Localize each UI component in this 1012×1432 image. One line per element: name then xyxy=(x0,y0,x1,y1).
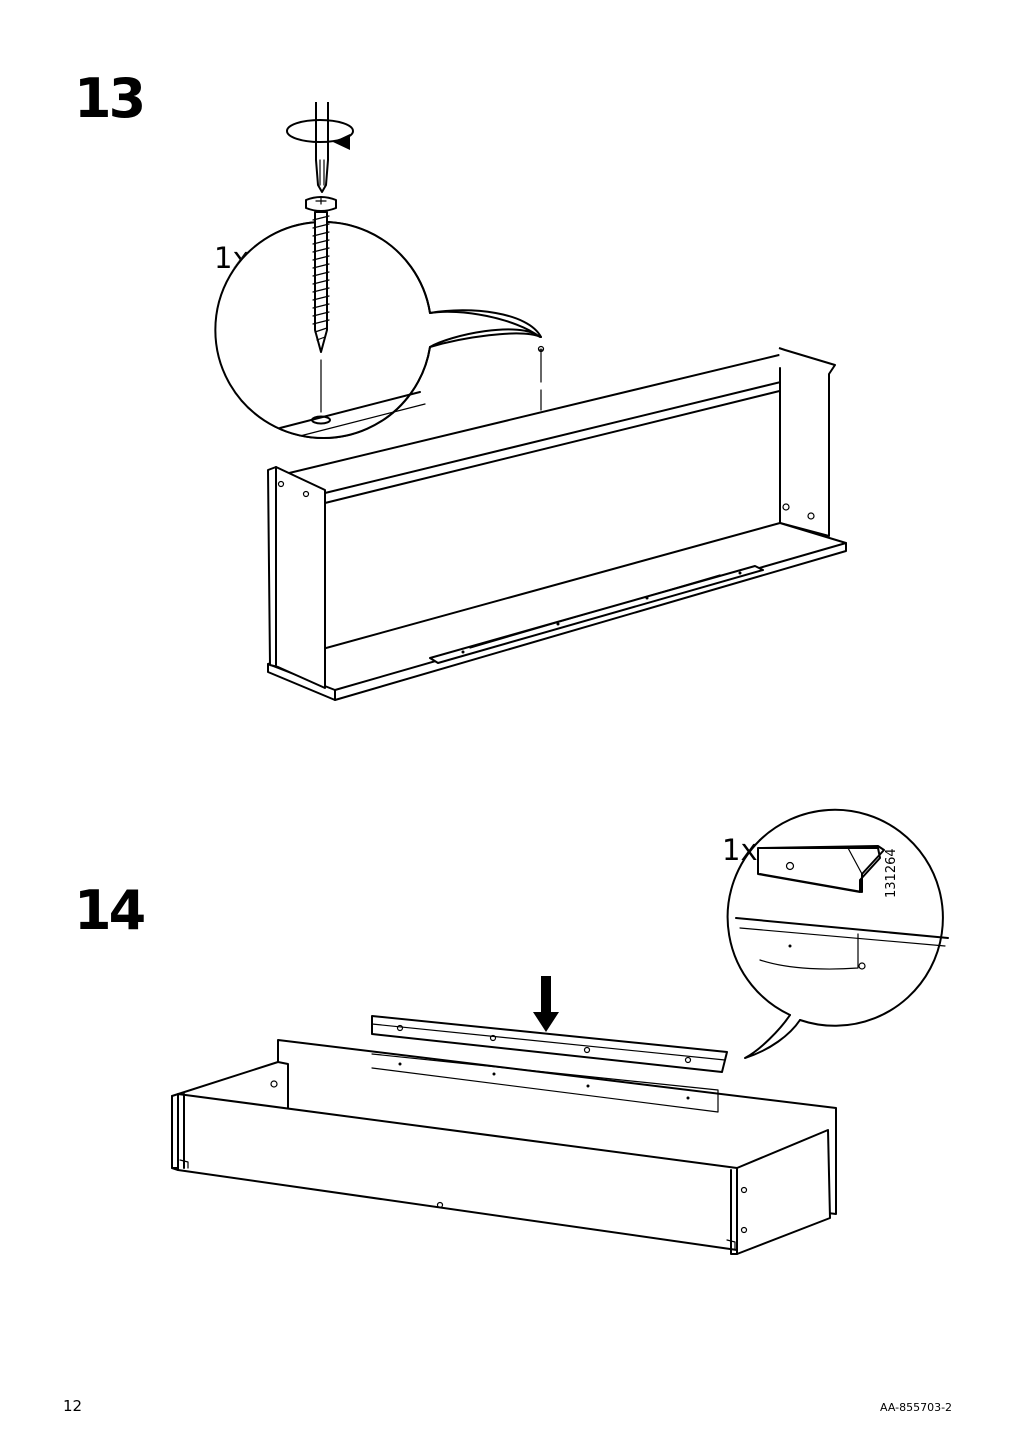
step-13-number: 13 xyxy=(74,67,146,130)
rotate-arrow-icon xyxy=(286,119,354,150)
step-14-illustration xyxy=(171,808,949,1255)
down-arrow-icon xyxy=(533,976,559,1032)
shelf-frame xyxy=(267,347,847,701)
step-14-detail-callout xyxy=(726,808,949,1059)
screwdriver-icon xyxy=(315,102,329,193)
step-14-number: 14 xyxy=(74,879,146,942)
screw-position-marker xyxy=(537,345,545,411)
metal-rail-icon xyxy=(371,1015,728,1073)
screw-icon xyxy=(305,196,337,353)
page-number: 12 xyxy=(63,1397,83,1415)
drawer-box xyxy=(171,1039,837,1255)
screw-hole xyxy=(311,415,331,425)
step-13-illustration xyxy=(214,102,847,701)
document-id: AA-855703-2 xyxy=(880,1401,953,1414)
